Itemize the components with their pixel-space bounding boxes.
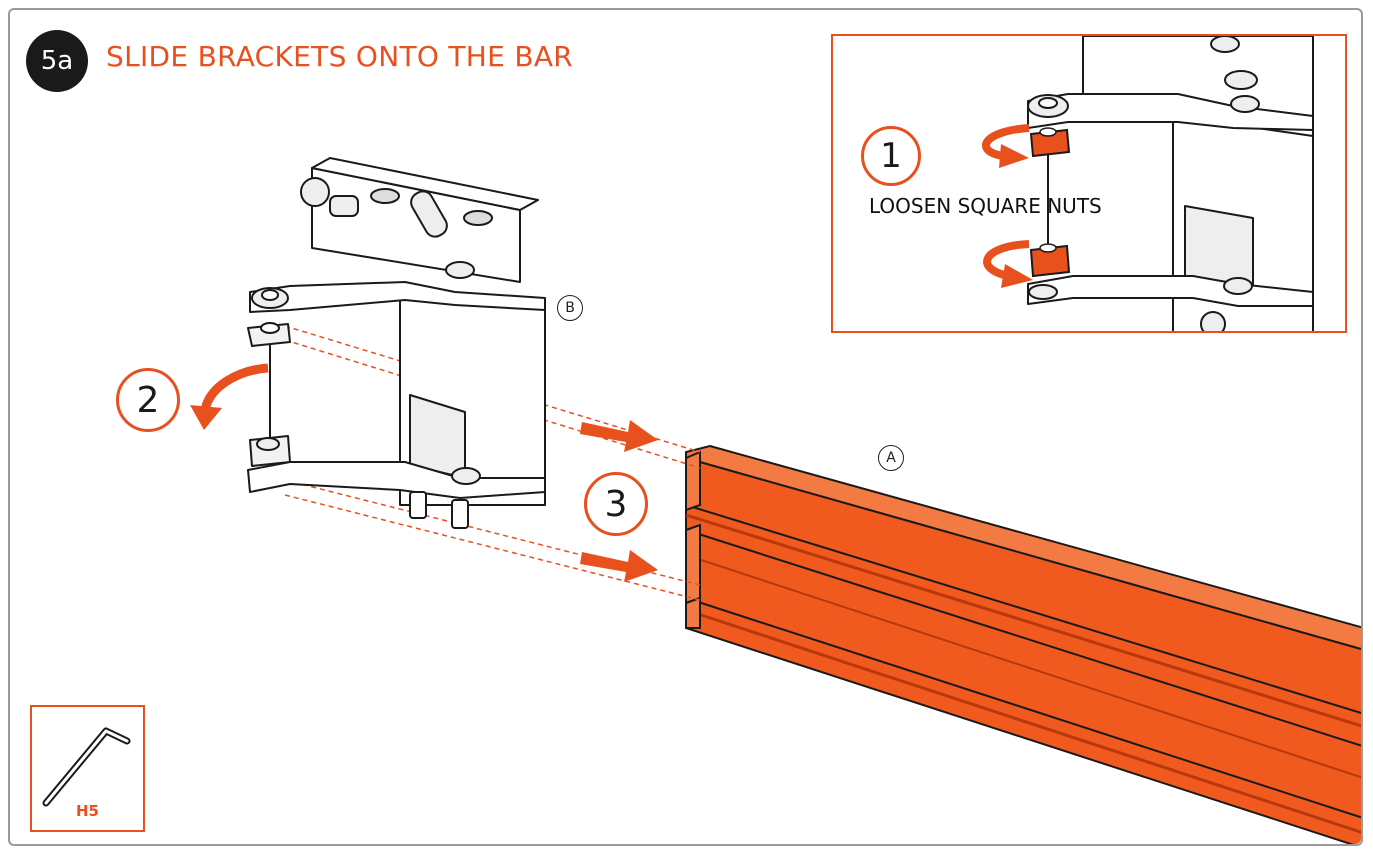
step-title: SLIDE BRACKETS ONTO THE BAR [106, 40, 574, 73]
step-3-number: 3 [604, 483, 628, 525]
bracket-b [247, 157, 546, 529]
rotate-arrow-icon [190, 363, 269, 430]
step-2-circle: 2 [116, 368, 180, 432]
loosen-arrow-lower-icon [983, 240, 1033, 288]
step-1-circle: 1 [861, 126, 921, 186]
slide-arrow-lower [580, 550, 658, 582]
step-1-number: 1 [880, 136, 902, 176]
inset-illustration [982, 36, 1314, 331]
hex-key-icon [42, 727, 131, 807]
part-label-b: B [557, 295, 583, 321]
step-2-number: 2 [136, 379, 160, 421]
detail-inset: 1 LOOSEN SQUARE NUTS [831, 34, 1347, 333]
inset-caption: LOOSEN SQUARE NUTS [869, 194, 1102, 218]
square-nut-lower [1029, 243, 1071, 278]
square-nut-upper [1029, 127, 1071, 158]
tool-label: H5 [76, 802, 99, 820]
slide-arrow-upper [580, 420, 658, 452]
step-3-circle: 3 [584, 472, 648, 536]
part-label-a: A [878, 445, 904, 471]
step-number-badge: 5a [26, 30, 88, 92]
loosen-arrow-upper-icon [982, 124, 1030, 168]
tool-box: H5 [30, 705, 145, 832]
bar-a [685, 444, 1361, 844]
